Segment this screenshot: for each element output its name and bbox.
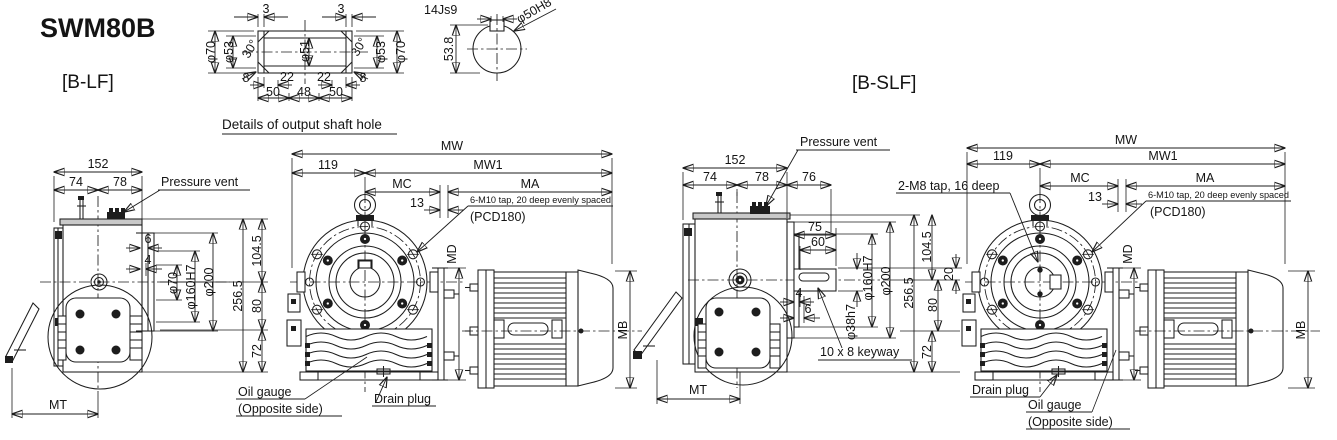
bslf-dim-mt: MT [689,383,707,397]
bslf-dim-74: 74 [703,170,717,184]
dim-phi51: φ51 [298,40,312,62]
blf-dim-74: 74 [69,175,83,189]
bslf-dim-phi38: φ38h7 [844,304,858,340]
bslf-dim-md: MD [1121,244,1135,263]
blf-front-view: MW 119 MW1 MC MA 13 6-M10 tap, 20 deep e… [236,139,642,417]
dim-50-right: 50 [329,85,343,99]
dim-14js9: 14Js9 [424,3,457,17]
blf-dim-mt: MT [49,398,67,412]
blf-dim-phi200: φ200 [202,267,216,296]
dim-30deg-right: 30° [348,35,370,58]
blf-pcd-note: (PCD180) [470,210,526,224]
blf-oil-gauge-label: Oil gauge [238,385,292,399]
view-label-blf: [B-LF] [62,72,114,93]
bslf-dim-mc: MC [1070,171,1089,185]
bslf-dim-20: 20 [942,267,956,281]
blf-dim-72: 72 [250,344,264,358]
dim-50-left: 50 [266,85,280,99]
blf-dim-mw: MW [441,139,463,153]
blf-dim-ma: MA [521,177,540,191]
view-label-bslf: [B-SLF] [852,73,916,94]
bslf-m8-tap-note: 2-M8 tap, 16 deep [898,179,1000,193]
blf-pressure-vent-label: Pressure vent [161,175,239,189]
bslf-pressure-vent-label: Pressure vent [800,135,878,149]
blf-dim-4: 4 [145,253,152,267]
dim-48: 48 [297,85,311,99]
bslf-dim-ma: MA [1196,171,1215,185]
detail-caption: Details of output shaft hole [222,117,382,132]
blf-drain-plug-label: Drain plug [374,392,431,406]
blf-dim-mw1: MW1 [473,158,502,172]
dim-22-right: 22 [317,70,331,84]
blf-dim-6: 6 [145,232,152,246]
bslf-pcd-note: (PCD180) [1150,205,1206,219]
bslf-dim-mw1: MW1 [1148,149,1177,163]
bslf-dim-76: 76 [802,170,816,184]
blf-dim-104-5: 104.5 [250,235,264,266]
keyway-section-detail: 14Js9 φ50H8 53.8 [424,0,557,81]
blf-oil-gauge-label2: (Opposite side) [238,402,323,416]
bslf-dim-60: 60 [811,235,825,249]
bslf-keyway-label: 10 x 8 keyway [820,345,900,359]
output-shaft-hole-detail: 3 3 φ70 φ53 30° φ51 30° φ53 φ70 8 22 22 … [204,2,408,135]
bslf-dim-152: 152 [725,153,746,167]
bslf-dim-13: 13 [1088,190,1102,204]
dim-phi70-left: φ70 [204,41,218,63]
bslf-dim-78: 78 [755,170,769,184]
blf-dim-13: 13 [410,196,424,210]
dim-22-left: 22 [280,70,294,84]
dim-3-left: 3 [263,2,270,16]
bslf-dim-72: 72 [920,345,934,359]
bslf-dim-6: 6 [805,302,812,316]
dim-phi53-right: φ53 [374,41,388,63]
bslf-side-view: Pressure vent 152 74 78 76 75 60 4 6 10 … [633,135,962,404]
dim-3-right: 3 [338,2,345,16]
bslf-dim-phi160: φ160H7 [861,255,875,300]
bslf-dim-4: 4 [796,286,803,300]
bslf-dim-75: 75 [808,220,822,234]
blf-dim-mc: MC [392,177,411,191]
bslf-oil-gauge-label2: (Opposite side) [1028,415,1113,429]
page-title: SWM80B [40,13,156,43]
dim-phi70-right: φ70 [394,41,408,63]
bslf-dim-119: 119 [993,149,1013,163]
blf-tap-note: 6-M10 tap, 20 deep evenly spaced [470,195,611,205]
bslf-tap-note: 6-M10 tap, 20 deep evenly spaced [1148,190,1289,200]
blf-dim-80: 80 [250,299,264,313]
bslf-front-view: 2-M8 tap, 16 deep MW 119 MW1 MC MA 13 6-… [896,133,1320,430]
bslf-dim-80: 80 [926,298,940,312]
bslf-oil-gauge-label: Oil gauge [1028,398,1082,412]
bslf-dim-104-5: 104.5 [920,231,934,262]
bslf-drain-plug-label: Drain plug [972,383,1029,397]
dim-8-right: 8 [360,71,367,85]
blf-dim-152: 152 [88,157,109,171]
blf-dim-phi160: φ160H7 [184,264,198,309]
blf-dim-78: 78 [113,175,127,189]
dim-phi53-left: φ53 [222,41,236,63]
bslf-dim-256-5: 256.5 [902,277,916,308]
blf-dim-119: 119 [318,158,338,172]
blf-dim-phi70: φ70 [166,272,180,294]
bslf-dim-mw: MW [1115,133,1137,147]
dim-8-left: 8 [243,71,250,85]
bslf-dim-phi200: φ200 [879,266,893,295]
dim-53-8: 53.8 [442,37,456,61]
blf-dim-256-5: 256.5 [231,280,245,311]
blf-dim-mb: MB [616,321,630,340]
bslf-dim-mb: MB [1294,321,1308,340]
blf-dim-md: MD [445,244,459,263]
blf-side-view: 152 74 78 Pressure vent 6 4 φ70 φ160H7 φ… [5,157,268,418]
